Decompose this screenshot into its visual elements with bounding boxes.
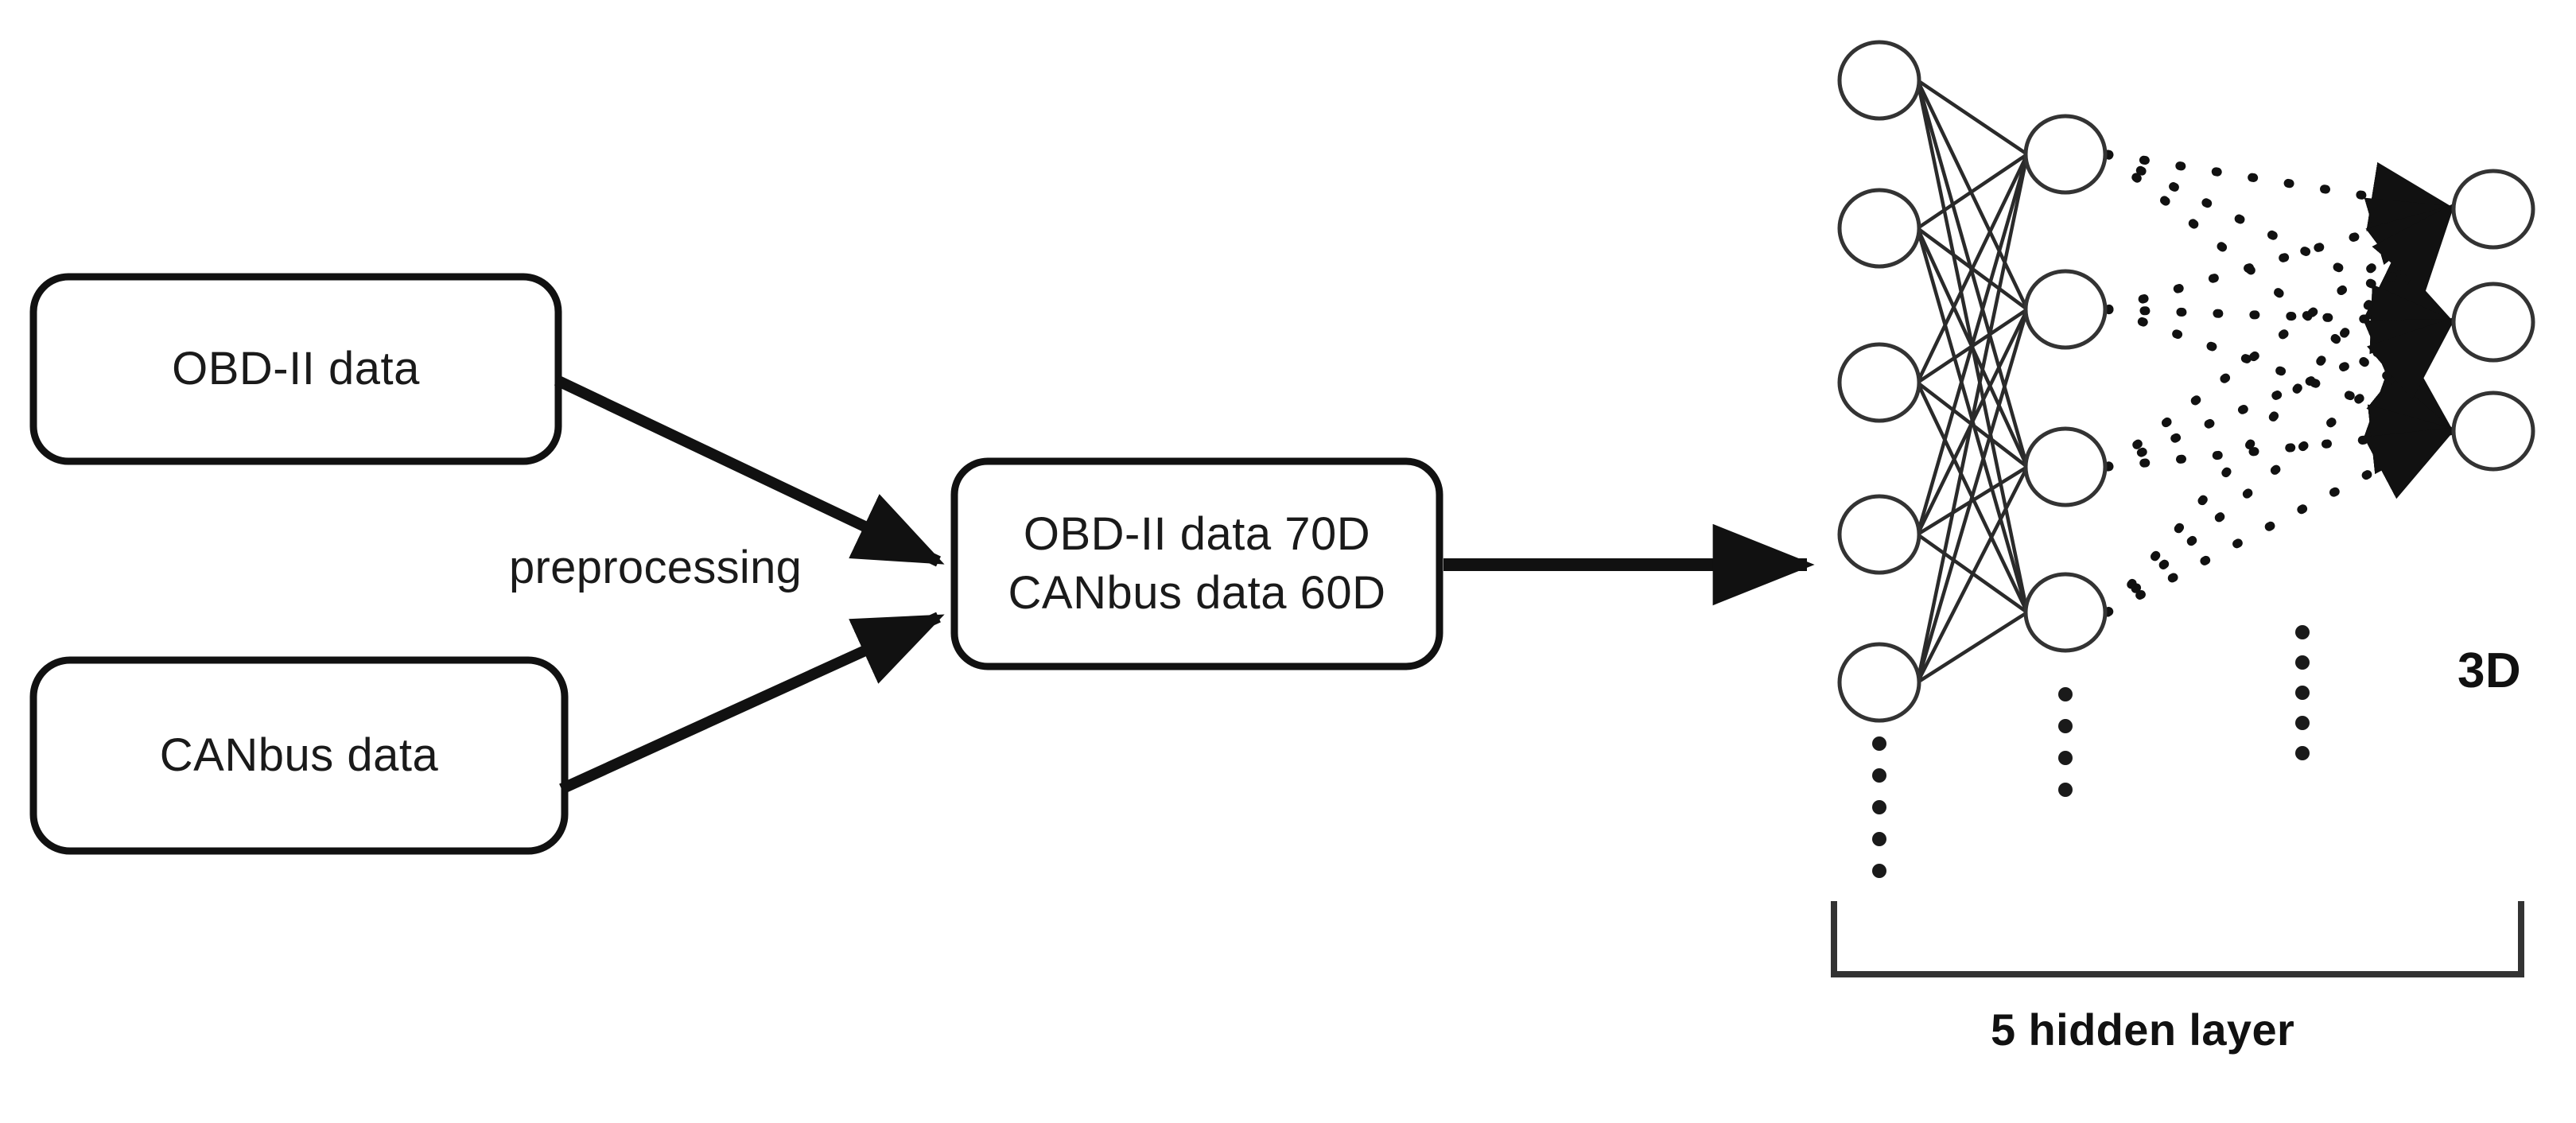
merged-feature-box-shape[interactable] — [950, 457, 1443, 670]
vertical-ellipsis-dots — [1872, 625, 2310, 878]
neuron-node[interactable] — [1837, 642, 1921, 723]
layer2-to-output-connections — [2103, 150, 2458, 617]
hidden-layer-2-nodes — [2023, 114, 2108, 653]
neuron-node[interactable] — [2023, 572, 2108, 653]
output-layer-nodes — [2451, 169, 2535, 472]
obd-to-merge-arrow-line — [554, 375, 945, 567]
obd-ii-data-box-shape[interactable] — [29, 273, 562, 465]
layer1-ellipsis-icon — [1872, 736, 1886, 878]
neuron-node[interactable] — [2023, 426, 2108, 507]
output-dimension-label: 3D — [2457, 643, 2522, 698]
neuron-node[interactable] — [1837, 342, 1921, 423]
neuron-node[interactable] — [2023, 114, 2108, 195]
flow-arrows — [554, 375, 1815, 795]
hidden-layer-1-nodes — [1837, 40, 1921, 723]
box-shapes — [29, 273, 1443, 855]
layers-between-ellipsis-icon — [2295, 625, 2310, 760]
neuron-node[interactable] — [2451, 391, 2535, 472]
neuron-node[interactable] — [1837, 188, 1921, 269]
layer2-ellipsis-icon — [2058, 687, 2073, 797]
neuron-node[interactable] — [2023, 269, 2108, 350]
layer1-to-layer2-connections — [1915, 79, 2030, 684]
canbus-to-merge-arrow-line — [559, 612, 945, 795]
canbus-data-box-shape[interactable] — [29, 656, 569, 855]
neuron-node[interactable] — [1837, 40, 1921, 121]
neuron-node[interactable] — [2451, 169, 2535, 250]
preprocessing-label: preprocessing — [509, 542, 802, 593]
hidden-layer-caption: 5 hidden layer — [1991, 1004, 2295, 1055]
neuron-node[interactable] — [2451, 282, 2535, 363]
neuron-node[interactable] — [1837, 494, 1921, 575]
hidden-layer-bracket — [1831, 901, 2524, 977]
